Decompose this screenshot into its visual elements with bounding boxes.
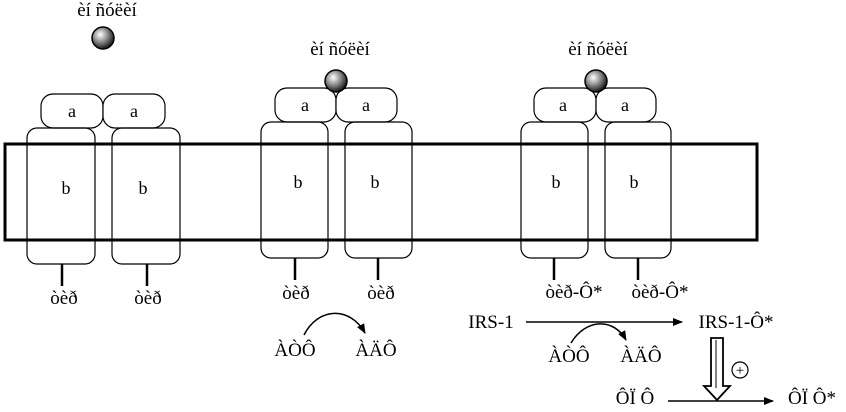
- alpha-label: a: [130, 101, 138, 121]
- insulin-label: èí ñóëèí: [568, 39, 628, 60]
- adp-label: ÀÄÔ: [620, 345, 661, 367]
- downstream-reaction: ÔÏ Ô ÔÏ Ô*: [616, 387, 836, 409]
- insulin-label: èí ñóëèí: [77, 0, 137, 21]
- receptor-bound: èí ñóëèí a a b b òèð òèð: [260, 39, 413, 304]
- activation-sign: +: [736, 363, 744, 379]
- alpha-label: a: [621, 95, 629, 115]
- irs1-label: IRS-1: [468, 312, 513, 333]
- beta-label: b: [139, 178, 148, 198]
- curved-reaction-arrow: [303, 312, 366, 336]
- plus-circle-icon: [731, 361, 749, 379]
- alpha-label: a: [559, 95, 567, 115]
- beta-label: b: [294, 172, 303, 192]
- beta-label: b: [552, 172, 561, 192]
- receptor-phosphorylated: èí ñóëèí a a b b òèð-Ô* òèð-Ô*: [520, 39, 689, 303]
- atp-label: ÀÒÔ: [274, 339, 315, 361]
- atp-adp-reaction: ÀÒÔ ÀÄÔ: [274, 312, 397, 361]
- curved-reaction-arrow: [570, 323, 627, 344]
- alpha-label: a: [362, 95, 370, 115]
- atp-label: ÀÒÔ: [548, 345, 589, 367]
- beta-label: b: [630, 172, 639, 192]
- insulin-molecule-icon: [584, 69, 608, 93]
- phospho-tyrosine-label: òèð-Ô*: [632, 281, 689, 303]
- downstream-product-label: ÔÏ Ô*: [788, 387, 836, 409]
- downstream-substrate-label: ÔÏ Ô: [616, 387, 655, 409]
- insulin-label: èí ñóëèí: [310, 39, 370, 60]
- hollow-down-arrow: [701, 337, 733, 402]
- receptor-unbound: èí ñóëèí a a b b òèð òèð: [26, 0, 181, 309]
- tyrosine-label: òèð: [134, 288, 161, 309]
- beta-label: b: [62, 178, 71, 198]
- alpha-label: a: [301, 95, 309, 115]
- activation-arrow: +: [701, 337, 749, 402]
- irs1-reaction: IRS-1 IRS-1-Ô* ÀÒÔ ÀÄÔ: [468, 311, 773, 367]
- beta-label: b: [371, 172, 380, 192]
- phospho-tyrosine-label: òèð-Ô*: [546, 281, 603, 303]
- irs1-phospho-label: IRS-1-Ô*: [699, 311, 774, 333]
- tyrosine-label: òèð: [367, 283, 394, 304]
- tyrosine-label: òèð: [282, 283, 309, 304]
- alpha-label: a: [68, 101, 76, 121]
- tyrosine-label: òèð: [50, 288, 77, 309]
- insulin-molecule-icon: [91, 26, 115, 50]
- adp-label: ÀÄÔ: [355, 339, 396, 361]
- insulin-molecule-icon: [324, 69, 348, 93]
- cell-membrane: [3, 142, 759, 242]
